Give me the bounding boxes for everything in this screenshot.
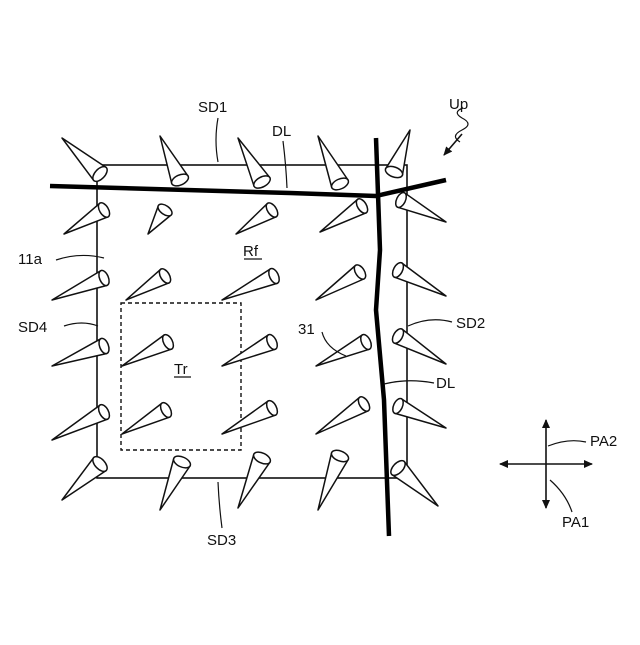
liquid-crystal-molecule-20 — [390, 327, 446, 364]
label-pa2: PA2 — [590, 433, 617, 450]
label-pa1: PA1 — [562, 514, 589, 531]
liquid-crystal-molecule-26 — [62, 454, 110, 500]
liquid-crystal-molecule-24 — [316, 395, 372, 434]
label-tr: Tr — [174, 361, 188, 378]
liquid-crystal-molecule-29 — [318, 448, 350, 510]
liquid-crystal-molecule-22 — [122, 401, 174, 434]
liquid-crystal-molecule-4 — [318, 136, 350, 192]
liquid-crystal-molecule-18 — [222, 333, 279, 366]
liquid-crystal-molecule-23 — [222, 399, 280, 434]
label-dl-top: DL — [272, 123, 291, 140]
liquid-crystal-molecule-21 — [52, 403, 112, 440]
label-sd2: SD2 — [456, 315, 485, 332]
sd3-leader — [218, 482, 222, 528]
liquid-crystal-molecule-15 — [390, 261, 446, 296]
label-sd4: SD4 — [18, 319, 47, 336]
liquid-crystal-molecule-28 — [238, 450, 272, 508]
sd1-leader — [216, 118, 218, 162]
label-molecule: 31 — [298, 321, 315, 338]
label-rf: Rf — [243, 243, 259, 260]
sd4-leader — [64, 323, 98, 326]
liquid-crystal-molecule-13 — [222, 267, 281, 300]
liquid-crystal-molecule-11 — [52, 269, 111, 300]
pa2-leader — [548, 441, 586, 446]
label-sd3: SD3 — [207, 532, 236, 549]
liquid-crystal-molecule-10 — [394, 191, 446, 222]
liquid-crystal-molecule-8 — [236, 201, 280, 234]
liquid-crystal-molecule-1 — [62, 138, 110, 184]
sd2-leader — [408, 320, 452, 326]
disclination-line-horizontal — [50, 180, 446, 196]
liquid-crystal-molecule-2 — [160, 136, 190, 188]
liquid-crystal-molecule-12 — [126, 267, 173, 300]
liquid-crystal-molecule-17 — [122, 333, 176, 366]
liquid-crystal-molecule-9 — [320, 197, 370, 232]
liquid-crystal-molecule-27 — [160, 454, 192, 510]
liquid-crystal-molecule-16 — [52, 337, 111, 366]
liquid-crystal-molecule-30 — [388, 458, 438, 506]
liquid-crystal-molecule-6 — [64, 201, 112, 234]
dl-right-leader — [384, 381, 434, 384]
disclination-line-vertical — [376, 138, 389, 536]
label-sd1: SD1 — [198, 99, 227, 116]
label-dl-right: DL — [436, 375, 455, 392]
liquid-crystal-molecule-14 — [316, 263, 368, 300]
pa1-leader — [550, 480, 572, 512]
liquid-crystal-molecule-7 — [148, 202, 174, 234]
label-substrate: 11a — [18, 251, 43, 268]
up-arrow-icon — [444, 134, 462, 155]
up-wavy-leader — [455, 108, 468, 142]
liquid-crystal-molecule-25 — [391, 397, 446, 428]
label-up: Up — [449, 96, 468, 113]
liquid-crystal-molecule-5 — [384, 130, 410, 180]
